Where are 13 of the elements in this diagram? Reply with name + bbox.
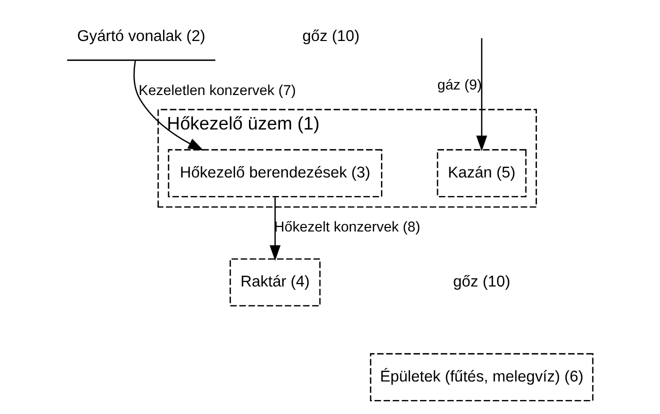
edge-label: gáz (9) bbox=[437, 77, 482, 94]
node-box: Épületek (fűtés, melegvíz) (6) bbox=[370, 353, 594, 402]
node-box: Hőkezelő berendezések (3) bbox=[168, 149, 382, 198]
arrow bbox=[270, 197, 281, 261]
label: gőz (10) bbox=[302, 28, 360, 45]
label: gőz (10) bbox=[453, 273, 510, 290]
edge-label: Hőkezelt konzervek (8) bbox=[274, 219, 420, 236]
edge-label: Kezeletlen konzervek (7) bbox=[138, 82, 296, 99]
node-box: Kazán (5) bbox=[436, 149, 527, 198]
node-text: Gyártó vonalak (2) bbox=[77, 28, 206, 45]
arrow bbox=[133, 60, 204, 151]
arrow bbox=[476, 38, 488, 152]
node-box: Raktár (4) bbox=[230, 258, 321, 306]
